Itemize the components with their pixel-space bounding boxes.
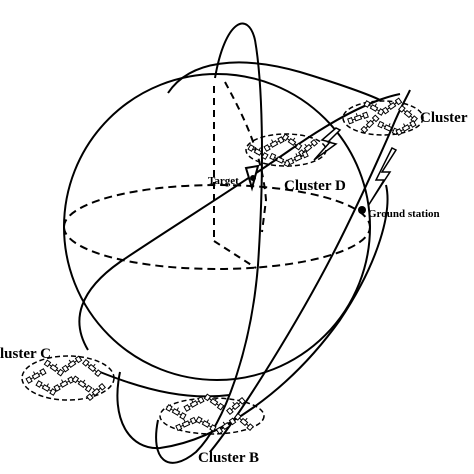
ground-station-marker	[358, 206, 366, 214]
hidden-meridian-curve	[224, 81, 268, 233]
lightning-link-d	[313, 127, 342, 161]
equator-back	[63, 184, 371, 228]
ground-station-label: Ground station	[368, 208, 440, 220]
orbit-diagonal	[209, 89, 411, 453]
cluster-d	[245, 131, 327, 167]
cluster-b-label: Cluster B	[198, 450, 259, 466]
cluster-d-label: Cluster D	[284, 178, 346, 194]
cluster-b	[159, 391, 265, 435]
cluster-top-label: Cluster	[420, 110, 468, 126]
orbit-upper	[167, 61, 381, 101]
orbit-c-to-d	[78, 93, 401, 351]
lightning-link-ground	[367, 146, 398, 207]
cluster-c	[21, 353, 115, 401]
orbit-large	[155, 22, 263, 464]
earth-sphere	[63, 73, 371, 381]
orbit-lower-loop	[116, 184, 389, 450]
hidden-meridian-slant	[213, 240, 257, 269]
orbit-cluster-c	[99, 371, 231, 398]
cluster-top	[342, 95, 424, 136]
equator-front	[63, 226, 371, 270]
target-label: Target	[208, 175, 239, 187]
cluster-c-label: luster C	[0, 346, 51, 362]
target-marker	[244, 164, 260, 192]
